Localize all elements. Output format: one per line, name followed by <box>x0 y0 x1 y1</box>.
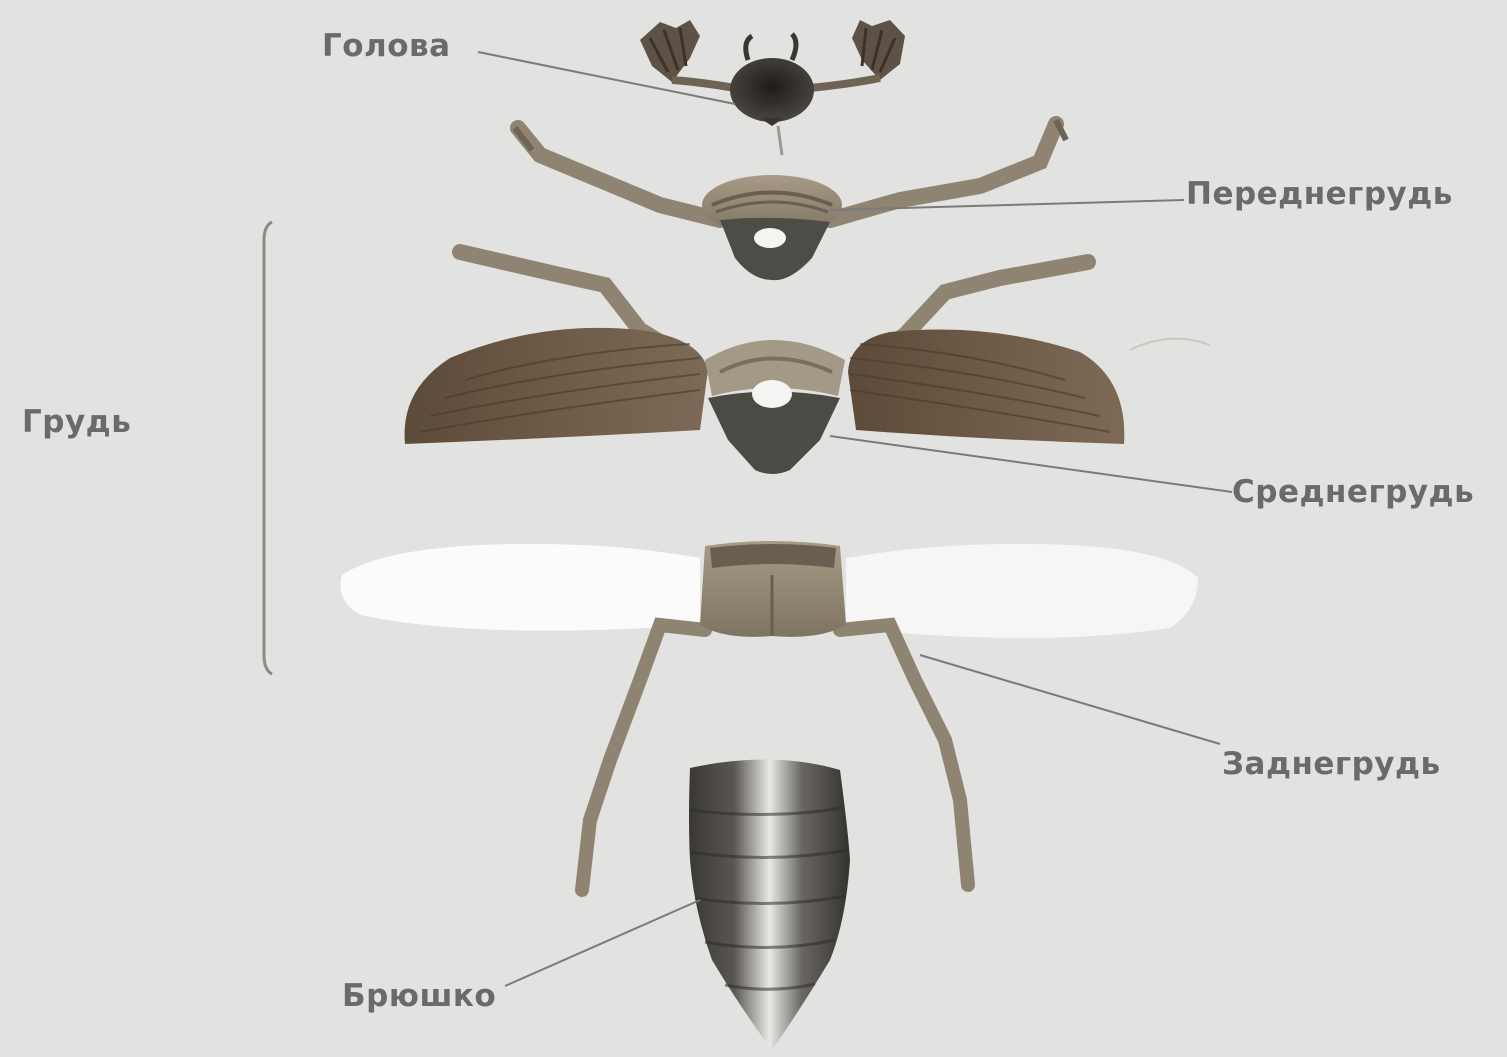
right-hind-wing <box>846 544 1198 638</box>
left-hindleg <box>582 625 705 890</box>
abdomen-label: Брюшко <box>342 978 496 1014</box>
mesothorax-segment <box>405 252 1210 474</box>
mesothorax-leader-line <box>830 436 1232 492</box>
metathorax-label: Заднегрудь <box>1222 746 1441 782</box>
abdomen-segment <box>689 759 850 1050</box>
head-segment <box>640 20 905 155</box>
metathorax-leader-line <box>920 655 1220 744</box>
left-hind-wing <box>340 544 700 631</box>
prothorax-label: Переднегрудь <box>1186 176 1453 212</box>
left-foreleg <box>518 128 720 220</box>
prothorax-segment <box>515 120 1066 280</box>
prosternum <box>720 218 830 280</box>
head-label: Голова <box>322 28 451 64</box>
right-foreleg <box>830 124 1056 220</box>
thorax-bracket <box>264 222 272 674</box>
thorax-label: Грудь <box>22 404 131 440</box>
mesothorax-label: Среднегрудь <box>1232 474 1474 510</box>
abdomen-leader-line <box>505 900 700 986</box>
head-capsule <box>730 58 814 122</box>
head-leader-line <box>478 52 735 104</box>
